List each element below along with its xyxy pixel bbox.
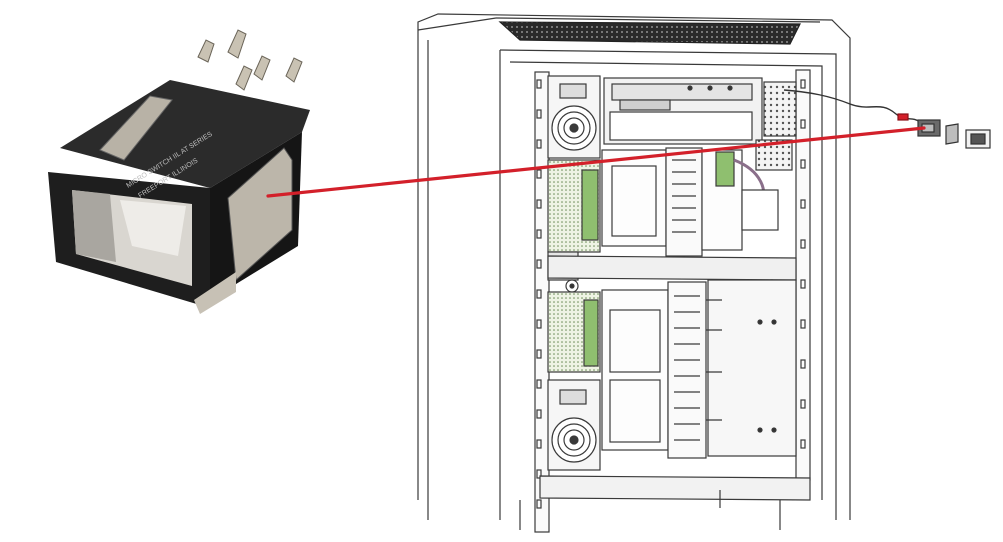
switch-body-top bbox=[60, 80, 310, 188]
lower-cage bbox=[601, 279, 797, 459]
top-vent bbox=[498, 21, 801, 45]
server-cabinet-drawing bbox=[417, 13, 921, 533]
left-rail bbox=[534, 71, 550, 533]
cabinet-base bbox=[539, 475, 811, 501]
right-rail bbox=[795, 69, 811, 481]
left-pcb bbox=[547, 159, 601, 281]
top-psu bbox=[547, 75, 601, 159]
lower-pcb bbox=[547, 291, 601, 373]
switch-exploded-parts bbox=[917, 119, 991, 149]
switch-clip-left bbox=[99, 95, 173, 161]
switch-terminals bbox=[197, 29, 303, 91]
middle-shelf bbox=[547, 255, 797, 281]
microswitch-photo: MICRO SWITCH IIL AT SERIES FREEPORT ILLI… bbox=[48, 29, 310, 314]
top-server-unit bbox=[603, 77, 763, 145]
switch-actuator-small bbox=[945, 123, 959, 145]
upper-cage bbox=[601, 147, 779, 257]
callout-line bbox=[266, 126, 926, 198]
bottom-psu bbox=[547, 379, 601, 471]
